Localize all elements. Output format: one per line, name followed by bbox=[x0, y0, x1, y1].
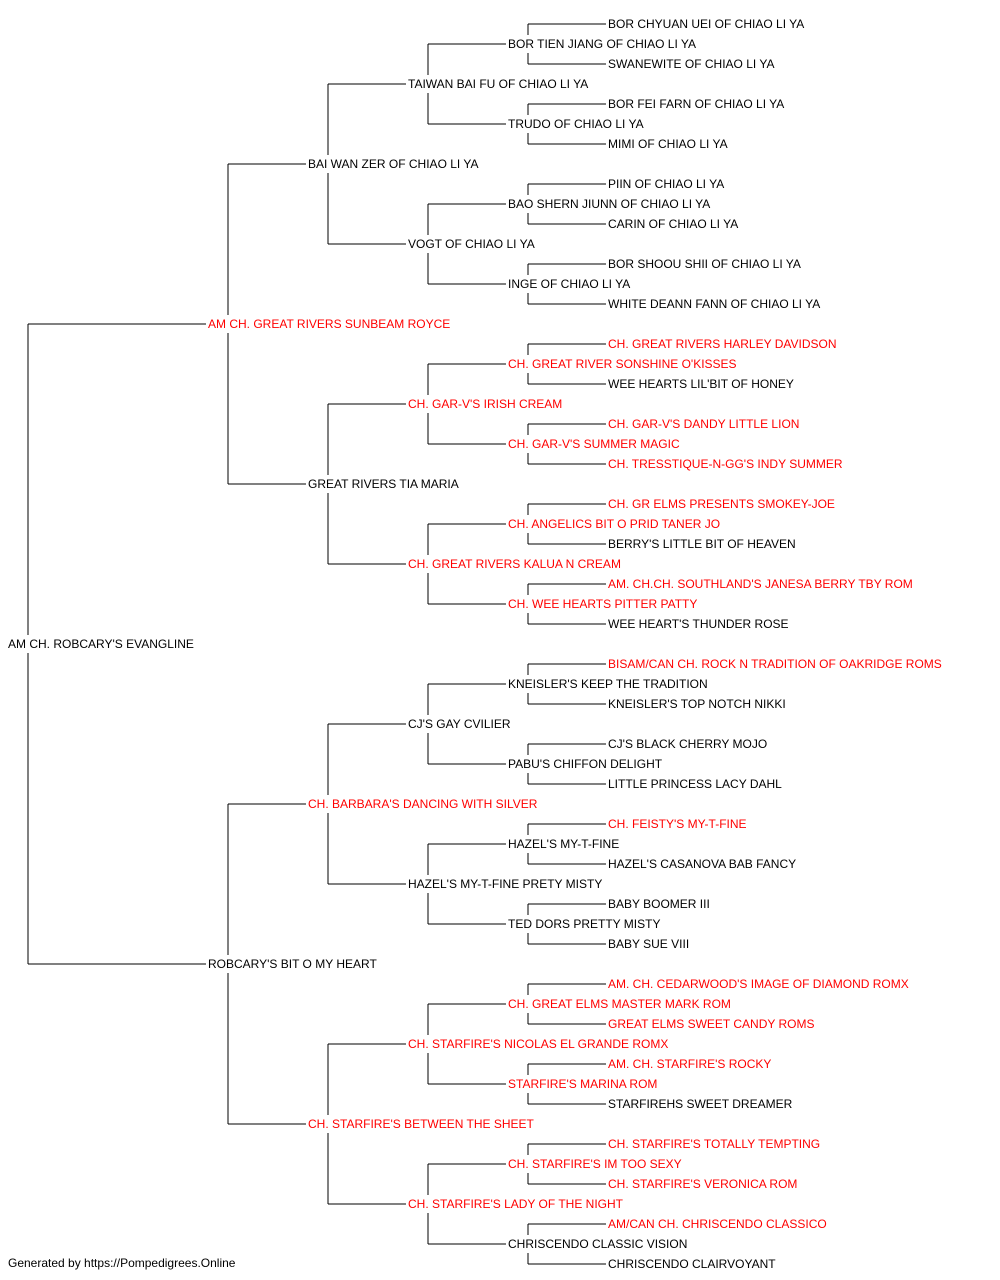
pedigree-name-51: LITTLE PRINCESS LACY DAHL bbox=[608, 777, 782, 791]
pedigree-name-44: CH. GR ELMS PRESENTS SMOKEY-JOE bbox=[608, 497, 835, 511]
pedigree-name-11: CH. GREAT RIVERS KALUA N CREAM bbox=[408, 557, 621, 571]
pedigree-name-3: ROBCARY'S BIT O MY HEART bbox=[208, 957, 377, 971]
generated-by-footer: Generated by https://Pompedigrees.Online bbox=[8, 1256, 236, 1270]
pedigree-name-35: MIMI OF CHIAO LI YA bbox=[608, 137, 728, 151]
pedigree-name-34: BOR FEI FARN OF CHIAO LI YA bbox=[608, 97, 784, 111]
pedigree-name-12: CJ'S GAY CVILIER bbox=[408, 717, 511, 731]
pedigree-name-53: HAZEL'S CASANOVA BAB FANCY bbox=[608, 857, 796, 871]
pedigree-name-42: CH. GAR-V'S DANDY LITTLE LION bbox=[608, 417, 799, 431]
pedigree-name-62: AM/CAN CH. CHRISCENDO CLASSICO bbox=[608, 1217, 827, 1231]
pedigree-name-23: CH. WEE HEARTS PITTER PATTY bbox=[508, 597, 697, 611]
pedigree-name-15: CH. STARFIRE'S LADY OF THE NIGHT bbox=[408, 1197, 624, 1211]
pedigree-name-33: SWANEWITE OF CHIAO LI YA bbox=[608, 57, 774, 71]
pedigree-name-28: CH. GREAT ELMS MASTER MARK ROM bbox=[508, 997, 731, 1011]
pedigree-name-41: WEE HEARTS LIL'BIT OF HONEY bbox=[608, 377, 794, 391]
pedigree-name-1: AM CH. ROBCARY'S EVANGLINE bbox=[8, 637, 194, 651]
pedigree-name-4: BAI WAN ZER OF CHIAO LI YA bbox=[308, 157, 478, 171]
pedigree-name-13: HAZEL'S MY-T-FINE PRETY MISTY bbox=[408, 877, 602, 891]
pedigree-name-61: CH. STARFIRE'S VERONICA ROM bbox=[608, 1177, 797, 1191]
pedigree-name-43: CH. TRESSTIQUE-N-GG'S INDY SUMMER bbox=[608, 457, 843, 471]
pedigree-name-17: TRUDO OF CHIAO LI YA bbox=[508, 117, 644, 131]
pedigree-name-6: CH. BARBARA'S DANCING WITH SILVER bbox=[308, 797, 538, 811]
pedigree-name-36: PIIN OF CHIAO LI YA bbox=[608, 177, 724, 191]
pedigree-name-45: BERRY'S LITTLE BIT OF HEAVEN bbox=[608, 537, 796, 551]
pedigree-connector-lines bbox=[27, 23, 606, 1265]
pedigree-name-47: WEE HEART'S THUNDER ROSE bbox=[608, 617, 789, 631]
pedigree-name-14: CH. STARFIRE'S NICOLAS EL GRANDE ROMX bbox=[408, 1037, 668, 1051]
pedigree-name-9: VOGT OF CHIAO LI YA bbox=[408, 237, 535, 251]
pedigree-name-63: CHRISCENDO CLAIRVOYANT bbox=[608, 1257, 776, 1271]
pedigree-name-2: AM CH. GREAT RIVERS SUNBEAM ROYCE bbox=[208, 317, 450, 331]
pedigree-name-40: CH. GREAT RIVERS HARLEY DAVIDSON bbox=[608, 337, 837, 351]
pedigree-name-22: CH. ANGELICS BIT O PRID TANER JO bbox=[508, 517, 720, 531]
pedigree-name-26: HAZEL'S MY-T-FINE bbox=[508, 837, 619, 851]
pedigree-name-55: BABY SUE VIII bbox=[608, 937, 689, 951]
pedigree-name-21: CH. GAR-V'S SUMMER MAGIC bbox=[508, 437, 680, 451]
pedigree-name-31: CHRISCENDO CLASSIC VISION bbox=[508, 1237, 687, 1251]
pedigree-name-labels: AM CH. ROBCARY'S EVANGLINE AM CH. GREAT R… bbox=[8, 17, 942, 1271]
pedigree-name-58: AM. CH. STARFIRE'S ROCKY bbox=[608, 1057, 771, 1071]
pedigree-name-19: INGE OF CHIAO LI YA bbox=[508, 277, 630, 291]
pedigree-name-18: BAO SHERN JIUNN OF CHIAO LI YA bbox=[508, 197, 710, 211]
pedigree-name-56: AM. CH. CEDARWOOD'S IMAGE OF DIAMOND ROM… bbox=[608, 977, 909, 991]
pedigree-name-60: CH. STARFIRE'S TOTALLY TEMPTING bbox=[608, 1137, 820, 1151]
pedigree-name-49: KNEISLER'S TOP NOTCH NIKKI bbox=[608, 697, 786, 711]
pedigree-name-48: BISAM/CAN CH. ROCK N TRADITION OF OAKRID… bbox=[608, 657, 942, 671]
pedigree-name-16: BOR TIEN JIANG OF CHIAO LI YA bbox=[508, 37, 696, 51]
pedigree-name-54: BABY BOOMER III bbox=[608, 897, 710, 911]
pedigree-name-10: CH. GAR-V'S IRISH CREAM bbox=[408, 397, 562, 411]
pedigree-name-57: GREAT ELMS SWEET CANDY ROMS bbox=[608, 1017, 814, 1031]
pedigree-name-50: CJ'S BLACK CHERRY MOJO bbox=[608, 737, 767, 751]
pedigree-name-52: CH. FEISTY'S MY-T-FINE bbox=[608, 817, 747, 831]
pedigree-name-27: TED DORS PRETTY MISTY bbox=[508, 917, 660, 931]
pedigree-name-29: STARFIRE'S MARINA ROM bbox=[508, 1077, 657, 1091]
pedigree-name-5: GREAT RIVERS TIA MARIA bbox=[308, 477, 459, 491]
pedigree-name-39: WHITE DEANN FANN OF CHIAO LI YA bbox=[608, 297, 820, 311]
pedigree-name-24: KNEISLER'S KEEP THE TRADITION bbox=[508, 677, 708, 691]
pedigree-name-25: PABU'S CHIFFON DELIGHT bbox=[508, 757, 663, 771]
pedigree-name-8: TAIWAN BAI FU OF CHIAO LI YA bbox=[408, 77, 588, 91]
pedigree-name-38: BOR SHOOU SHII OF CHIAO LI YA bbox=[608, 257, 801, 271]
pedigree-name-59: STARFIREHS SWEET DREAMER bbox=[608, 1097, 793, 1111]
pedigree-name-30: CH. STARFIRE'S IM TOO SEXY bbox=[508, 1157, 682, 1171]
pedigree-name-7: CH. STARFIRE'S BETWEEN THE SHEET bbox=[308, 1117, 535, 1131]
pedigree-name-37: CARIN OF CHIAO LI YA bbox=[608, 217, 738, 231]
pedigree-name-32: BOR CHYUAN UEI OF CHIAO LI YA bbox=[608, 17, 804, 31]
pedigree-name-20: CH. GREAT RIVER SONSHINE O'KISSES bbox=[508, 357, 737, 371]
pedigree-name-46: AM. CH.CH. SOUTHLAND'S JANESA BERRY TBY … bbox=[608, 577, 913, 591]
